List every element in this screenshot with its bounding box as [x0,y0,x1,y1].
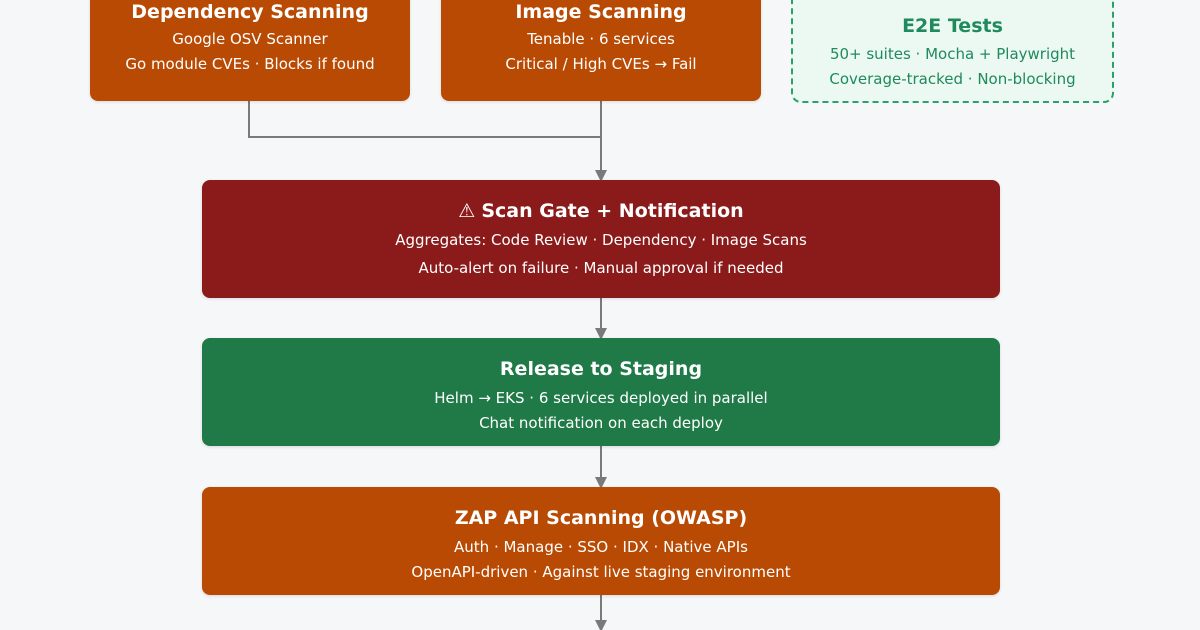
dependency-scanning-line-1: Google OSV Scanner [172,30,328,48]
zap-api-scanning-line-1: Auth · Manage · SSO · IDX · Native APIs [454,538,748,556]
scan-gate-step: ⚠Scan Gate + Notification Aggregates: Co… [202,180,1000,298]
image-scanning-step: Image Scanning Tenable · 6 services Crit… [441,0,761,101]
scan-gate-line-2: Auto-alert on failure · Manual approval … [418,259,784,277]
e2e-tests-line-1: 50+ suites · Mocha + Playwright [829,45,1076,63]
e2e-tests-line-2: Coverage-tracked · Non-blocking [829,70,1076,88]
dependency-scanning-line-2: Go module CVEs · Blocks if found [125,55,375,73]
zap-api-scanning-line-2: OpenAPI-driven · Against live staging en… [411,563,791,581]
release-staging-line-2: Chat notification on each deploy [479,414,723,432]
image-scanning-line-1: Tenable · 6 services [527,30,675,48]
zap-api-scanning-step: ZAP API Scanning (OWASP) Auth · Manage ·… [202,487,1000,595]
release-staging-step: Release to Staging Helm → EKS · 6 servic… [202,338,1000,446]
warning-icon: ⚠ [458,200,476,222]
image-scanning-line-2: Critical / High CVEs → Fail [505,55,697,73]
e2e-tests-title: E2E Tests [902,15,1003,37]
image-scanning-title: Image Scanning [515,1,687,23]
release-staging-title: Release to Staging [499,358,703,380]
scan-gate-title: Scan Gate + Notification [481,200,744,222]
dependency-scanning-title: Dependency Scanning [131,1,369,23]
scan-gate-title-row: ⚠Scan Gate + Notification [202,199,1000,223]
dependency-scanning-step: Dependency Scanning Google OSV Scanner G… [90,0,410,101]
release-staging-line-1: Helm → EKS · 6 services deployed in para… [434,389,768,407]
e2e-tests-step: E2E Tests 50+ suites · Mocha + Playwrigh… [791,0,1114,103]
scan-gate-line-1: Aggregates: Code Review · Dependency · I… [395,231,807,249]
connector-dependency-to-gate [248,101,601,138]
zap-api-scanning-title: ZAP API Scanning (OWASP) [454,507,748,529]
